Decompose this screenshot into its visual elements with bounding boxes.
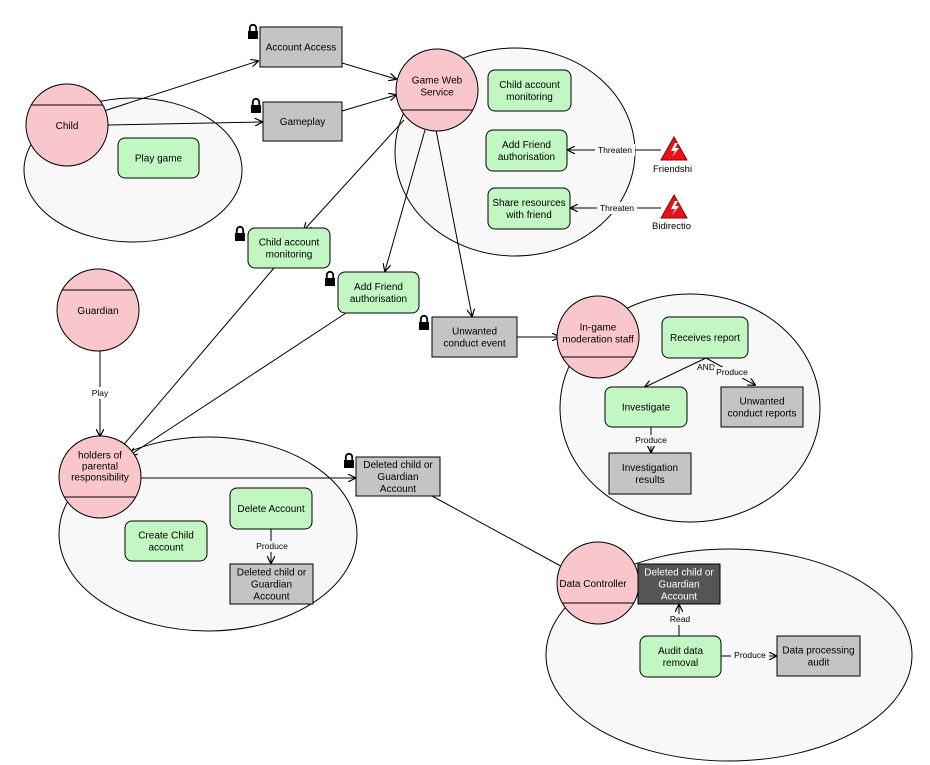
lock-icon bbox=[234, 225, 246, 242]
threat-friendship[interactable]: Friendshi bbox=[653, 135, 692, 175]
doc-account-access[interactable]: Account Access bbox=[259, 26, 343, 68]
lock-icon bbox=[250, 97, 262, 114]
edge-label-threaten-1: Threaten bbox=[598, 145, 632, 155]
edge-label-produce-results: Produce bbox=[635, 435, 667, 445]
threat-bidirection-label: Bidirectio bbox=[652, 221, 691, 232]
threat-friendship-label: Friendshi bbox=[653, 164, 692, 175]
edge-label-produce-deleted: Produce bbox=[256, 541, 288, 551]
doc-account-access-label: Account Access bbox=[266, 43, 337, 54]
edge-add-friend-holders bbox=[130, 312, 347, 455]
actor-guardian-label: Guardian bbox=[77, 306, 118, 317]
edge-account-access-gws bbox=[341, 62, 396, 79]
actor-guardian[interactable]: Guardian bbox=[56, 268, 140, 352]
lock-icon bbox=[418, 314, 430, 331]
lock-icon bbox=[247, 23, 259, 40]
goal-delete-account[interactable]: Delete Account bbox=[229, 487, 313, 530]
edge-label-produce-reports: Produce bbox=[716, 367, 748, 377]
edge-label-read: Read bbox=[670, 614, 691, 624]
edge-deleted-account-controller bbox=[431, 495, 568, 570]
edge-labels: Threaten Threaten Play AND Produce Produ… bbox=[87, 144, 769, 661]
edge-child-account-access bbox=[103, 61, 258, 112]
doc-gameplay[interactable]: Gameplay bbox=[262, 101, 343, 142]
lock-icon bbox=[324, 270, 336, 287]
edge-label-play: Play bbox=[92, 388, 109, 398]
threat-bidirection[interactable]: Bidirectio bbox=[652, 193, 691, 232]
goal-delete-account-label: Delete Account bbox=[237, 504, 304, 515]
edge-gws-child-monitoring bbox=[304, 119, 405, 230]
actor-child-label: Child bbox=[56, 121, 79, 132]
edge-label-threaten-2: Threaten bbox=[600, 203, 634, 213]
goal-investigate-label: Investigate bbox=[622, 403, 671, 414]
goal-play-game[interactable]: Play game bbox=[117, 137, 200, 179]
goal-receives-report-label: Receives report bbox=[670, 333, 740, 344]
edge-child-gameplay bbox=[107, 122, 262, 125]
actor-child[interactable]: Child bbox=[25, 83, 109, 167]
edge-gws-add-friend bbox=[385, 129, 426, 271]
threats: Friendshi Bidirectio bbox=[652, 135, 692, 232]
goal-play-game-label: Play game bbox=[135, 154, 183, 165]
actor-data-controller-label: Data Controller bbox=[559, 579, 627, 590]
actor-data-controller[interactable]: Data Controller bbox=[556, 541, 640, 625]
edge-receives-investigate bbox=[645, 357, 707, 387]
doc-gameplay-label: Gameplay bbox=[280, 117, 326, 128]
edge-label-and: AND bbox=[697, 362, 715, 372]
goal-investigate[interactable]: Investigate bbox=[604, 386, 688, 428]
edge-label-produce-audit: Produce bbox=[734, 650, 766, 660]
edge-gws-unwanted-event bbox=[435, 129, 472, 316]
edge-gameplay-gws bbox=[341, 95, 396, 112]
edge-monitoring-holders bbox=[120, 267, 275, 449]
lock-icon bbox=[343, 452, 355, 469]
goal-receives-report[interactable]: Receives report bbox=[661, 316, 749, 359]
